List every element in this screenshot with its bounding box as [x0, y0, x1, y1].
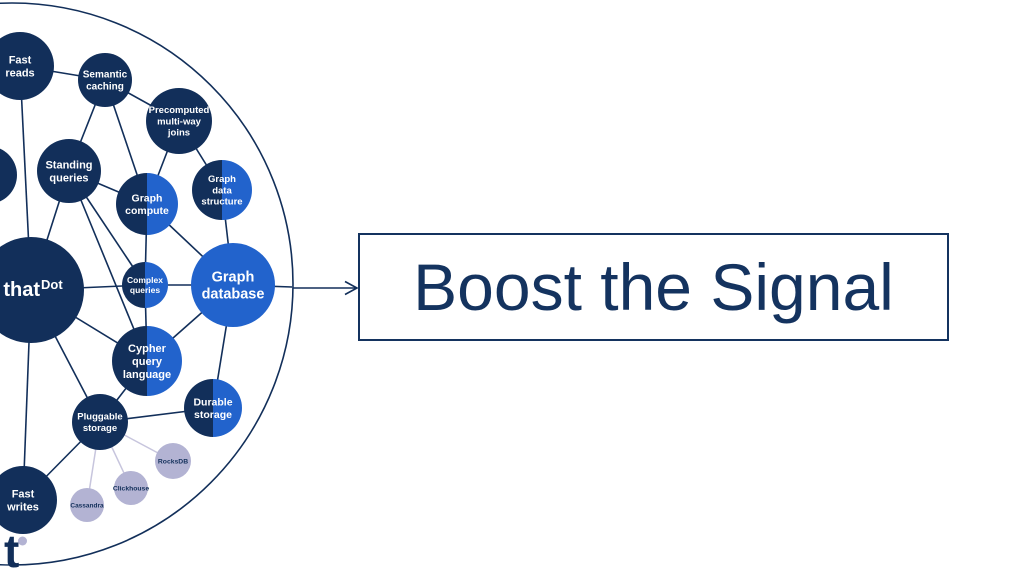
node-pluggable-storage-circle: [72, 394, 128, 450]
node-clickhouse-circle: [114, 471, 148, 505]
flow-arrow-head-icon: [344, 280, 359, 296]
node-graph-compute-circle: [116, 173, 178, 235]
node-cassandra-label: Cassandra: [70, 502, 104, 509]
node-rocksdb-circle: [155, 443, 191, 479]
node-semantic-caching-circle: [78, 53, 132, 107]
node-thatdot-circle: [0, 237, 84, 343]
node-precomputed-multi-way-joins-circle: [146, 88, 212, 154]
thatdot-corner-logo: t: [4, 525, 19, 576]
node-cypher-query-language-circle: [112, 326, 182, 396]
node-graph-database-circle: [191, 243, 275, 327]
node-fast-writes-circle: [0, 466, 57, 534]
thatdot-logo: thatDot: [3, 277, 63, 301]
thatdot-corner-logo-dot: [18, 536, 27, 546]
node-cassandra-circle: [70, 488, 104, 522]
node-rocksdb-label: RocksDB: [158, 458, 188, 465]
node-clickhouse-label: Clickhouse: [113, 485, 149, 492]
node-standing-queries-circle: [37, 139, 101, 203]
banner-title: Boost the Signal: [413, 250, 894, 324]
node-graph-data-structure-circle: [192, 160, 252, 220]
node-durable-storage-circle: [184, 379, 242, 437]
node-fast-reads-circle: [0, 32, 54, 100]
node-left-partial-circle: [0, 148, 17, 202]
banner-box: Boost the Signal: [358, 233, 949, 341]
node-complex-queries-circle: [122, 262, 168, 308]
cluster-boundary-circle: [0, 2, 294, 566]
